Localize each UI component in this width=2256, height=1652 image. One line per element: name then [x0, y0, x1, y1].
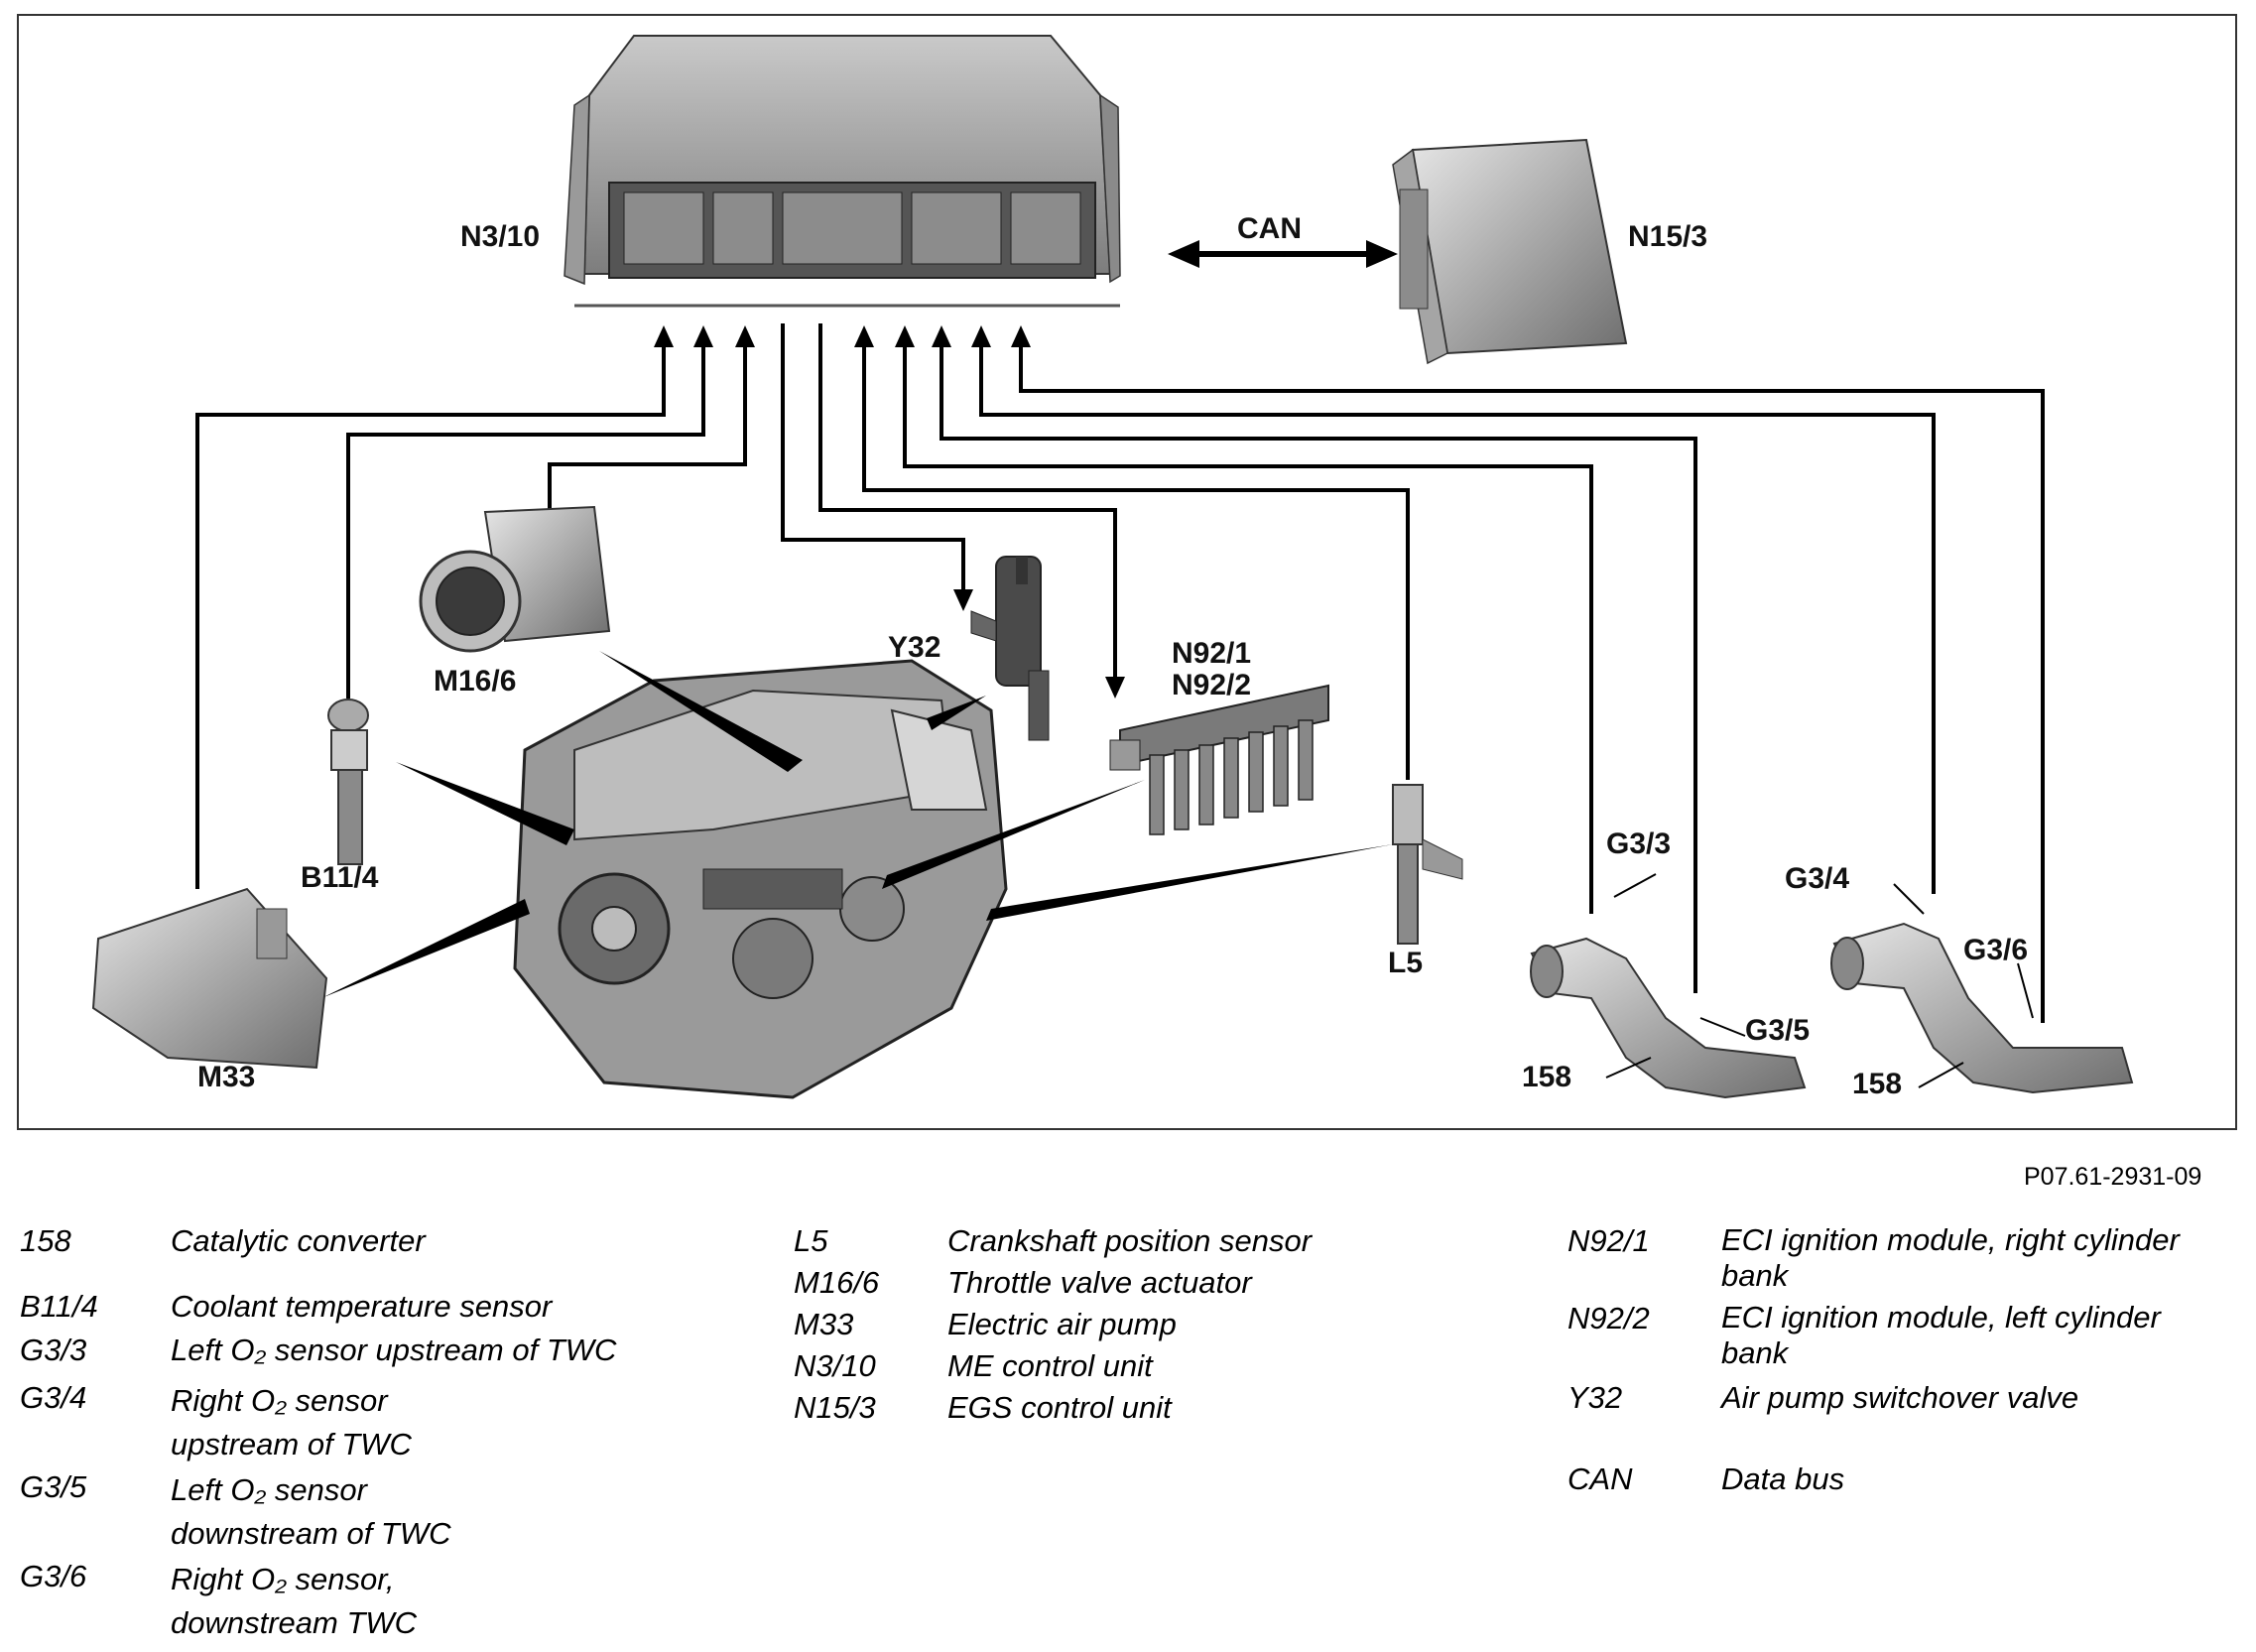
legend-code: G3/4 [20, 1380, 87, 1415]
legend-item: N15/3 EGS control unit [794, 1389, 1409, 1427]
catalytic-converter-left [1530, 873, 1807, 1099]
legend-code: N92/1 [1567, 1223, 1650, 1258]
signal-wires [195, 323, 2045, 1023]
system-diagram: N3/10 CAN N15/3 M16/6 Y32 N92/1 N92/2 B1… [17, 14, 2237, 1130]
me-control-unit-n3-10 [564, 35, 1121, 308]
legend-text: EGS control unit [947, 1390, 1172, 1425]
input-arrowheads [654, 325, 1125, 699]
catalytic-converter-right [1830, 883, 2134, 1094]
legend-column-3: N92/1 ECI ignition module, right cylinde… [1567, 1222, 2222, 1498]
label-n92-1: N92/1 [1172, 637, 1252, 670]
legend-text: Electric air pump [947, 1307, 1177, 1341]
legend-code: G3/6 [20, 1559, 87, 1593]
legend-text: Left O₂ sensor upstream of TWC [171, 1333, 617, 1367]
legend-code: M16/6 [794, 1265, 880, 1300]
label-can: CAN [1237, 212, 1302, 245]
coolant-temperature-sensor-b11-4 [327, 699, 369, 865]
pointer-wedges [321, 651, 1393, 998]
legend-item: CAN Data bus [1567, 1461, 2222, 1498]
legend-item: G3/4 Right O₂ sensor upstream of TWC [20, 1379, 476, 1466]
label-g3-6: G3/6 [1963, 934, 2029, 966]
legend-code: G3/3 [20, 1333, 87, 1367]
legend-item: M16/6 Throttle valve actuator [794, 1264, 1409, 1302]
egs-control-unit-n15-3 [1392, 138, 1628, 365]
legend-code: 158 [20, 1223, 71, 1258]
legend-code: L5 [794, 1223, 828, 1258]
legend-item: N3/10 ME control unit [794, 1347, 1409, 1385]
electric-air-pump-m33 [91, 887, 328, 1070]
legend-text: Right O₂ sensor upstream of TWC [171, 1383, 412, 1461]
label-g3-5: G3/5 [1745, 1014, 1811, 1047]
legend-text: Crankshaft position sensor [947, 1223, 1313, 1258]
legend-item: B11/4 Coolant temperature sensor [20, 1288, 665, 1326]
legend-code: M33 [794, 1307, 854, 1341]
legend-code: N15/3 [794, 1390, 876, 1425]
label-y32: Y32 [888, 631, 941, 664]
legend-item: G3/6 Right O₂ sensor, downstream TWC [20, 1558, 486, 1645]
label-158-left: 158 [1522, 1061, 1572, 1093]
legend-text: ECI ignition module, right cylinder bank [1721, 1222, 2180, 1293]
legend-text: Catalytic converter [171, 1223, 426, 1258]
label-g3-3: G3/3 [1606, 827, 1672, 860]
legend-code: N3/10 [794, 1348, 876, 1383]
legend-text: Air pump switchover valve [1721, 1380, 2079, 1415]
legend-text: ECI ignition module, left cylinder bank [1721, 1300, 2161, 1370]
label-n92-2: N92/2 [1172, 669, 1252, 701]
legend-item: N92/2 ECI ignition module, left cylinder… [1567, 1300, 2222, 1371]
legend-text: Right O₂ sensor, downstream TWC [171, 1562, 418, 1640]
air-pump-switchover-valve-y32 [970, 556, 1050, 741]
throttle-valve-actuator-m16-6 [419, 505, 611, 653]
label-m16-6: M16/6 [434, 665, 517, 698]
legend-item: Y32 Air pump switchover valve [1567, 1379, 2222, 1417]
legend-item: G3/5 Left O₂ sensor downstream of TWC [20, 1468, 506, 1556]
legend-item: N92/1 ECI ignition module, right cylinde… [1567, 1222, 2222, 1294]
legend-code: CAN [1567, 1461, 1633, 1496]
legend-item: M33 Electric air pump [794, 1306, 1409, 1343]
legend-text: Throttle valve actuator [947, 1265, 1252, 1300]
crankshaft-position-sensor-l5 [1392, 784, 1463, 945]
legend-item: L5 Crankshaft position sensor [794, 1222, 1409, 1260]
legend-text: Left O₂ sensor downstream of TWC [171, 1472, 451, 1551]
legend-code: N92/2 [1567, 1301, 1650, 1335]
label-l5: L5 [1388, 947, 1424, 979]
label-n15-3: N15/3 [1628, 220, 1708, 253]
legend-column-2: L5 Crankshaft position sensor M16/6 Thro… [794, 1222, 1409, 1427]
can-bus-arrow [1168, 240, 1398, 268]
diagram-graphics [91, 35, 2134, 1099]
legend-code: G3/5 [20, 1469, 87, 1504]
label-n3-10: N3/10 [460, 220, 541, 253]
legend-column-1: 158 Catalytic converter B11/4 Coolant te… [20, 1222, 665, 1645]
legend-code: Y32 [1567, 1380, 1623, 1415]
legend-code: B11/4 [20, 1289, 98, 1324]
engine [513, 659, 1008, 1099]
label-m33: M33 [197, 1061, 256, 1093]
label-g3-4: G3/4 [1785, 862, 1850, 895]
eci-ignition-module-n92 [1109, 684, 1329, 835]
label-b11-4: B11/4 [301, 861, 379, 894]
label-158-right: 158 [1852, 1068, 1903, 1100]
legend-item: G3/3 Left O₂ sensor upstream of TWC [20, 1332, 665, 1369]
legend-text: Coolant temperature sensor [171, 1289, 553, 1324]
figure-id: P07.61-2931-09 [2024, 1163, 2202, 1191]
legend-text: ME control unit [947, 1348, 1153, 1383]
legend-text: Data bus [1721, 1461, 1845, 1496]
legend-item: 158 Catalytic converter [20, 1222, 665, 1260]
